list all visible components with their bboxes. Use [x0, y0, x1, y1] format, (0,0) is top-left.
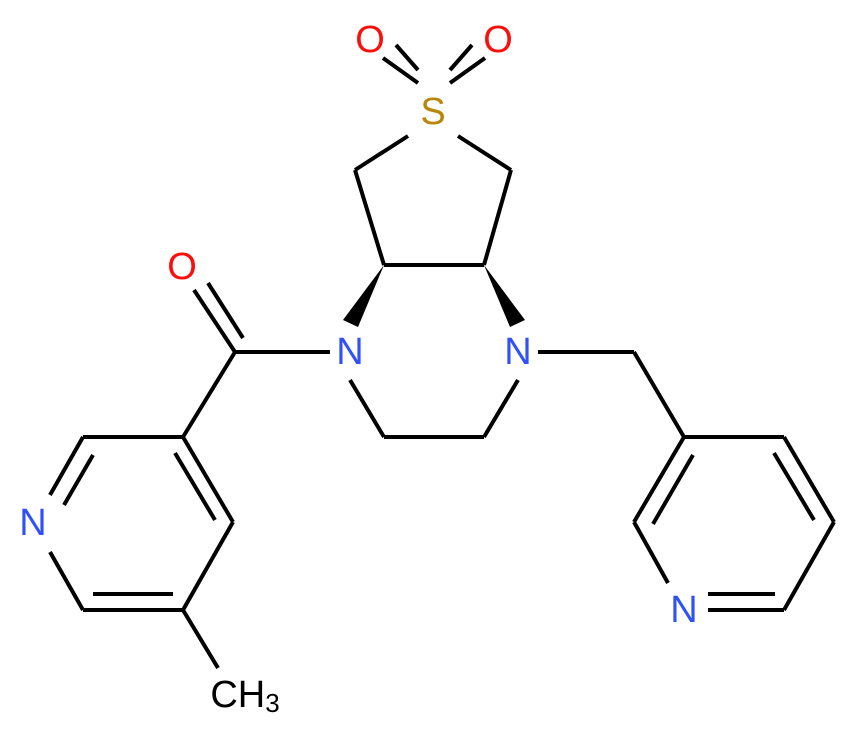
amide-nitrogen-label: N: [336, 331, 363, 373]
methyl-label: CH3: [210, 674, 279, 718]
wedge-bond-left: [343, 265, 384, 327]
methyl-symbol: CH: [210, 674, 265, 716]
sulfur-label: S: [420, 91, 445, 133]
bond-carbonyl-pyridine: [181, 350, 237, 439]
wedge-bond-right: [484, 265, 525, 327]
bond-n-left-ch2: [348, 378, 386, 439]
bond-s-ch2-right: [456, 134, 513, 172]
left-pyridine-nitrogen-label: N: [19, 502, 46, 544]
sulfone-double-bond-right: [448, 43, 487, 85]
bond-methyl: [181, 608, 220, 670]
bond-ch2-n-right: [482, 378, 520, 439]
amine-nitrogen-label: N: [504, 331, 531, 373]
carbonyl-double-bond: [192, 281, 245, 354]
right-pyridine-ring: [632, 435, 836, 612]
sulfone-double-bond-left: [381, 43, 420, 85]
bond-ch2-c7a: [482, 169, 513, 266]
bond-ch2-c3a: [353, 169, 386, 266]
sulfone-oxygen-left-label: O: [355, 19, 385, 61]
carbonyl-oxygen-label: O: [167, 246, 197, 288]
bond-ch2-pyridine: [632, 350, 686, 439]
right-pyridine-nitrogen-label: N: [670, 589, 697, 631]
sulfone-oxygen-right-label: O: [483, 19, 513, 61]
bond-s-ch2-left: [353, 134, 410, 172]
methyl-subscript: 3: [265, 688, 279, 718]
left-pyridine-ring: [48, 435, 235, 670]
